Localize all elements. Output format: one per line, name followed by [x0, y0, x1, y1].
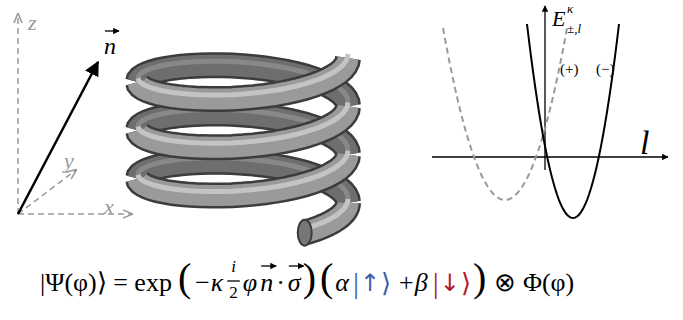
formula-part: )	[473, 258, 486, 298]
tube-end	[298, 220, 312, 246]
axis-label: l	[640, 126, 649, 160]
vector-arrow	[105, 30, 119, 31]
axis-label: y	[64, 150, 74, 172]
formula-part: φ	[243, 270, 257, 296]
branch-label: (+)	[560, 62, 578, 77]
formula-part: α	[335, 270, 349, 296]
tube-highlight	[305, 199, 348, 229]
formula-part: ⟩	[461, 270, 471, 296]
formula-part: −κ	[193, 270, 223, 296]
tube-highlight	[138, 102, 348, 143]
formula-part: )	[303, 258, 316, 298]
vector-arrow	[289, 265, 304, 266]
subscript: ±,l	[567, 22, 581, 35]
tube-highlight	[138, 151, 348, 192]
formula-part: |Ψ(φ)⟩ = exp	[40, 270, 172, 296]
formula-part: σ	[288, 270, 301, 296]
branch-label: (−)	[596, 62, 614, 77]
vector-label: n	[104, 34, 116, 58]
formula-part: 2	[229, 284, 238, 301]
formula-part: (	[320, 258, 333, 298]
formula-part: i	[231, 258, 236, 275]
formula-part: +β	[397, 270, 428, 296]
fraction-bar	[227, 280, 240, 281]
formula-part: ⟩	[381, 270, 391, 296]
vector-arrow	[261, 265, 276, 266]
formula-part: (	[178, 258, 191, 298]
axis-label: x	[104, 196, 114, 218]
solid-parabola	[527, 24, 619, 218]
superscript: κ	[567, 2, 573, 15]
formula-strokes	[105, 31, 304, 281]
formula-part: ⊗ Φ(φ)	[494, 270, 574, 296]
energy-plot	[432, 6, 668, 218]
energy-symbol: E	[552, 8, 565, 30]
axis-label: z	[28, 12, 37, 34]
formula-part: n	[260, 270, 273, 296]
dashed-parabola	[443, 28, 567, 200]
formula-part: |	[433, 268, 439, 298]
coordinate-axes	[18, 14, 132, 214]
formula-part: ↑	[360, 271, 380, 295]
formula-part: |	[353, 268, 359, 298]
formula-part: ↓	[440, 271, 460, 295]
tube-highlight	[138, 54, 348, 95]
formula-part: ·	[276, 270, 285, 296]
helix-tube	[138, 54, 348, 246]
